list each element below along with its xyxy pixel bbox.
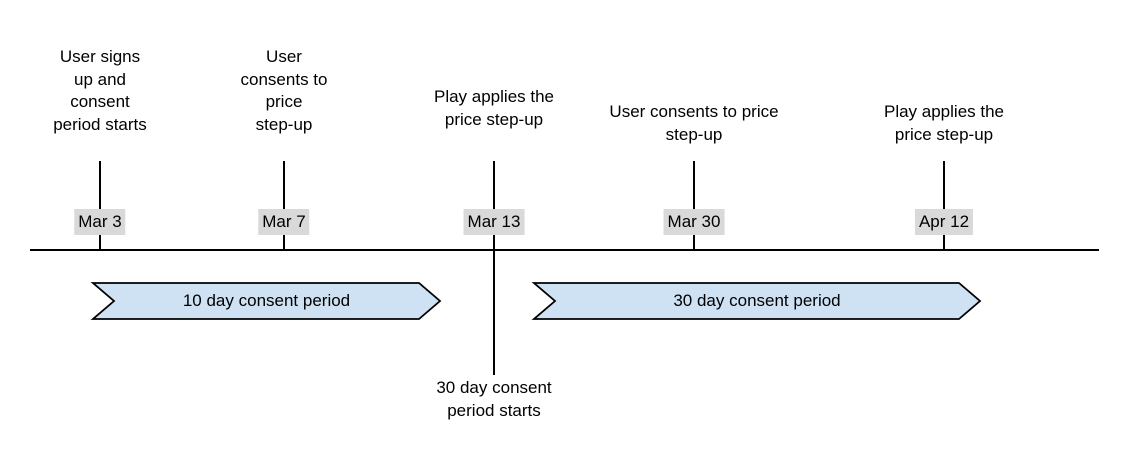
event-tick: [493, 161, 495, 249]
ribbon-label: 30 day consent period: [673, 291, 841, 310]
event-tick: [943, 161, 945, 249]
event-description: User signs up and consent period starts: [53, 47, 147, 134]
event-description: User consents to price step-up: [240, 47, 328, 134]
consent-period-ribbon: 10 day consent period: [90, 282, 442, 320]
event-tick: [99, 161, 101, 249]
event-tick: [693, 161, 695, 249]
event-date-badge: Mar 13: [463, 209, 525, 235]
ribbon-arrow-shape: [531, 282, 982, 320]
event-date-badge: Mar 30: [663, 209, 725, 235]
event-description: User consents to price step-up: [609, 102, 779, 144]
ribbon-arrow-shape: [90, 282, 442, 320]
ribbon-label: 10 day consent period: [182, 291, 351, 310]
timeline-axis-line: [30, 249, 1099, 251]
event-date-badge: Mar 7: [258, 209, 310, 235]
note-label: 30 day consent period starts: [436, 378, 552, 420]
event-tick: [283, 161, 285, 249]
note-connector-line: [493, 251, 495, 375]
event-date-badge: Apr 12: [914, 209, 974, 235]
event-date-badge: Mar 3: [74, 209, 126, 235]
consent-period-ribbon: 30 day consent period: [531, 282, 982, 320]
event-description: Play applies the price step-up: [883, 102, 1005, 144]
event-description: Play applies the price step-up: [433, 87, 555, 129]
